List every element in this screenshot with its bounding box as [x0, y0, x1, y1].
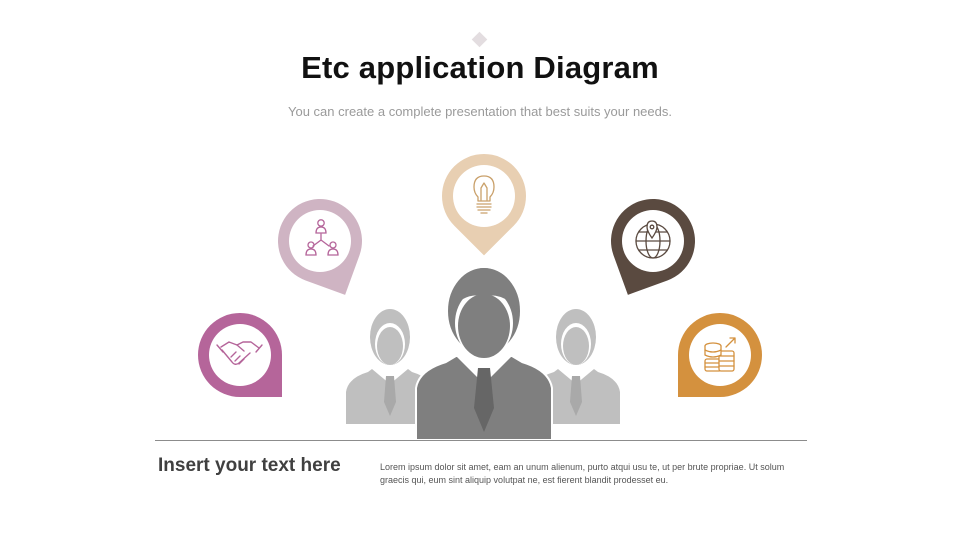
lightbulb-icon: [473, 175, 495, 214]
section-divider: [155, 440, 807, 441]
globe-location-icon: [635, 220, 671, 259]
coins-growth-icon: [704, 337, 736, 372]
page-title: Etc application Diagram: [301, 50, 659, 85]
person-front: [415, 266, 553, 441]
footer-heading: Insert your text here: [158, 455, 341, 476]
pin-globe: [611, 199, 695, 295]
people-network-icon: [305, 219, 339, 256]
pin-people-network: [278, 199, 362, 295]
page-subtitle: You can create a complete presentation t…: [288, 104, 672, 119]
person-back-left: [346, 309, 434, 424]
person-back-right: [532, 309, 620, 424]
pin-coins: [678, 313, 762, 397]
pin-handshake: [198, 313, 282, 397]
handshake-icon: [216, 341, 263, 365]
pin-idea: [442, 154, 526, 256]
footer-body-text: Lorem ipsum dolor sit amet, eam an unum …: [380, 462, 785, 485]
